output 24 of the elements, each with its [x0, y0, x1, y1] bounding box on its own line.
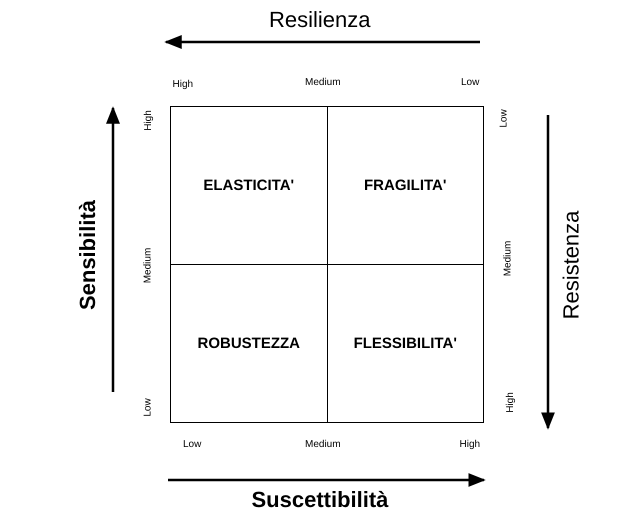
axis-title: Resilienza	[269, 7, 370, 33]
tick-label: Low	[142, 398, 154, 416]
tick-label: Medium	[502, 240, 514, 276]
quadrant-box	[326, 106, 484, 265]
axis-title: Sensibilità	[75, 200, 102, 310]
axis-title: Suscettibilità	[252, 487, 388, 513]
tick-label: Medium	[305, 76, 341, 88]
quadrant-box	[170, 264, 328, 423]
tick-label: Medium	[142, 247, 154, 283]
quadrant-label: ELASTICITA'	[203, 177, 294, 194]
axis-title: Resistenza	[558, 210, 584, 320]
quadrant-label: FRAGILITA'	[364, 177, 446, 194]
tick-label: Low	[461, 76, 480, 88]
tick-label: Low	[498, 108, 510, 128]
tick-label: Low	[183, 438, 202, 450]
quadrant-label: FLESSIBILITA'	[354, 335, 457, 352]
quadrant-label: ROBUSTEZZA	[198, 335, 300, 352]
tick-label: Medium	[305, 438, 341, 450]
quadrant-box	[326, 264, 484, 423]
tick-label: High	[460, 438, 480, 450]
tick-label: High	[142, 110, 154, 130]
quadrant-box	[170, 106, 328, 265]
tick-label: High	[504, 392, 516, 412]
tick-label: High	[172, 78, 194, 90]
